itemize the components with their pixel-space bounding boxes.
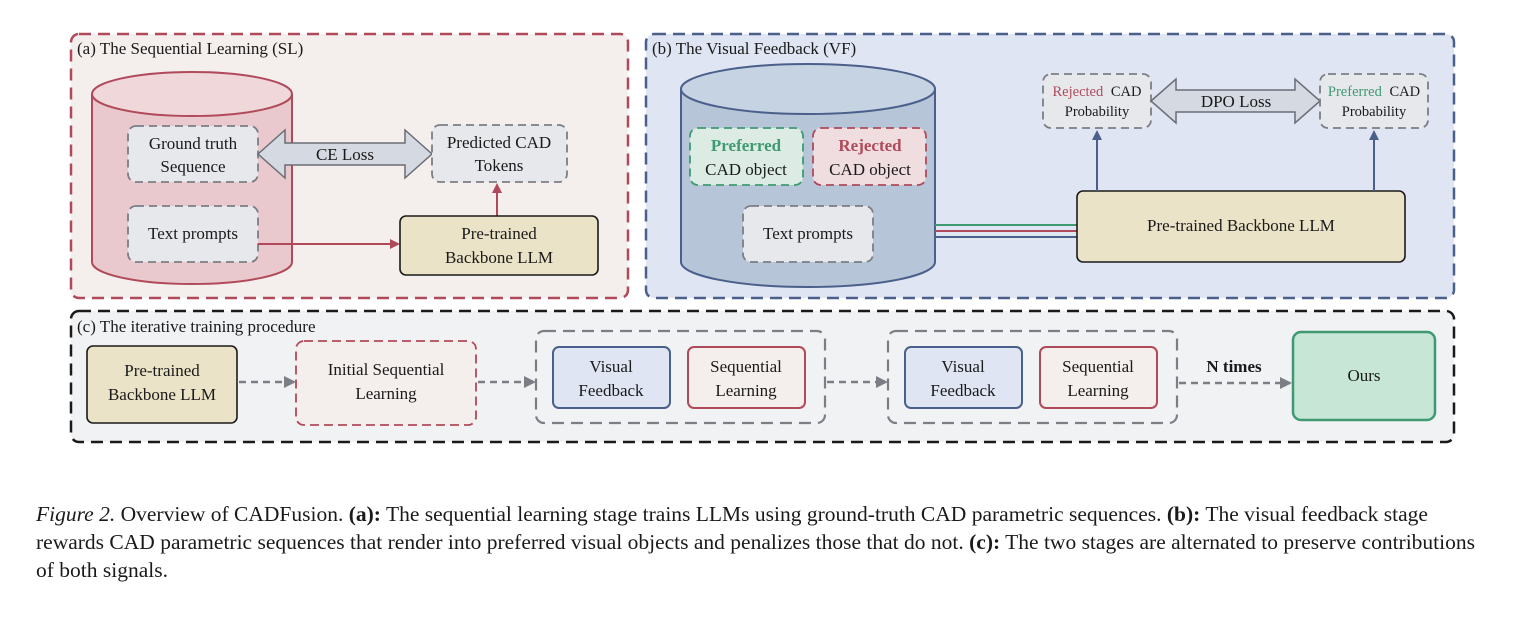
- sl-panel: (a) The Sequential Learning (SL) Ground …: [69, 32, 630, 300]
- caption-intro: Overview of CADFusion.: [115, 502, 349, 526]
- vf-rejected-object-line2: CAD object: [829, 160, 911, 179]
- vf-rejected-probability-box: Rejected CAD Probability: [1042, 73, 1152, 129]
- vf-preferred-object-line2: CAD object: [705, 160, 787, 179]
- iter-sequential-learning-box-2: Sequential Learning: [1039, 346, 1158, 409]
- vf-preferred-probability-word: Preferred: [1328, 84, 1383, 100]
- iter-round-1: Visual Feedback Sequential Learning: [534, 329, 827, 425]
- caption-b-text: The visual feedback stage rewards CAD pa…: [36, 502, 1428, 554]
- vf-backbone-label: Pre-trained Backbone LLM: [1147, 216, 1335, 235]
- sl-ground-truth-box: Ground truth Sequence: [127, 125, 259, 183]
- iter-backbone-line1: Pre-trained: [124, 361, 200, 380]
- iter-sl1-line1: Sequential: [710, 357, 782, 376]
- caption-c-text: The two stages are alternated to preserv…: [36, 530, 1475, 582]
- iter-vf1-line1: Visual: [589, 357, 633, 376]
- iter-sl1-line2: Learning: [715, 381, 777, 400]
- sl-panel-title: (a) The Sequential Learning (SL): [77, 39, 303, 58]
- caption-a-text: The sequential learning stage trains LLM…: [380, 502, 1167, 526]
- vf-text-prompts-box: Text prompts: [742, 205, 874, 263]
- sl-text-prompts-label: Text prompts: [148, 224, 238, 243]
- vf-rejected-probability-word: Rejected: [1053, 84, 1104, 100]
- ours-label: Ours: [1347, 366, 1380, 385]
- caption-a-label: (a):: [348, 502, 381, 526]
- caption-figure-label: Figure 2.: [36, 502, 116, 526]
- svg-text:Preferred CAD: Preferred CAD: [1328, 84, 1420, 100]
- iter-vf1-line2: Feedback: [578, 381, 644, 400]
- sl-predicted-box: Predicted CAD Tokens: [431, 124, 568, 183]
- caption-b-label: (b):: [1166, 502, 1201, 526]
- sl-predicted-line1: Predicted CAD: [447, 133, 551, 152]
- vf-preferred-probability-cad: CAD: [1389, 84, 1420, 100]
- sl-predicted-line2: Tokens: [475, 156, 524, 175]
- cadfusion-diagram: (a) The Sequential Learning (SL) Ground …: [69, 32, 1456, 444]
- sl-ground-truth-line1: Ground truth: [149, 134, 238, 153]
- vf-input-lines: [935, 224, 1077, 238]
- ours-box: Ours: [1291, 330, 1437, 422]
- vf-rejected-object-box: Rejected CAD object: [812, 127, 927, 186]
- sl-text-prompts-box: Text prompts: [127, 205, 259, 263]
- vf-backbone-box: Pre-trained Backbone LLM: [1076, 190, 1406, 263]
- vf-rejected-probability-cad: CAD: [1111, 84, 1142, 100]
- svg-text:Rejected CAD: Rejected CAD: [1053, 84, 1142, 100]
- iter-sequential-learning-box-1: Sequential Learning: [687, 346, 806, 409]
- iter-initial-sl-line1: Initial Sequential: [328, 360, 445, 379]
- dpo-loss-arrow: DPO Loss: [1149, 77, 1322, 125]
- vf-panel: (b) The Visual Feedback (VF) Preferred C…: [644, 32, 1456, 300]
- n-times-label: N times: [1206, 357, 1262, 376]
- iter-vf2-line1: Visual: [941, 357, 985, 376]
- iter-visual-feedback-box-2: Visual Feedback: [904, 346, 1023, 409]
- vf-text-prompts-label: Text prompts: [763, 224, 853, 243]
- iter-sl2-line1: Sequential: [1062, 357, 1134, 376]
- caption-c-label: (c):: [969, 530, 1001, 554]
- vf-preferred-probability-box: Preferred CAD Probability: [1319, 73, 1429, 129]
- vf-preferred-object-line1: Preferred: [711, 136, 782, 155]
- sl-backbone-box: Pre-trained Backbone LLM: [399, 215, 599, 276]
- sl-backbone-line1: Pre-trained: [461, 224, 537, 243]
- iter-round-2: Visual Feedback Sequential Learning: [886, 329, 1179, 425]
- iter-vf2-line2: Feedback: [930, 381, 996, 400]
- iter-initial-sl-line2: Learning: [355, 384, 417, 403]
- iter-sl2-line2: Learning: [1067, 381, 1129, 400]
- vf-preferred-object-box: Preferred CAD object: [689, 127, 804, 186]
- iter-backbone-line2: Backbone LLM: [108, 385, 216, 404]
- iter-visual-feedback-box-1: Visual Feedback: [552, 346, 671, 409]
- figure-caption: Figure 2. Overview of CADFusion. (a): Th…: [36, 500, 1496, 584]
- sl-ground-truth-line2: Sequence: [160, 157, 225, 176]
- iter-backbone-box: Pre-trained Backbone LLM: [86, 345, 238, 424]
- vf-panel-title: (b) The Visual Feedback (VF): [652, 39, 856, 58]
- iter-initial-sl-box: Initial Sequential Learning: [295, 340, 477, 426]
- vf-rejected-probability-line2: Probability: [1065, 104, 1130, 120]
- vf-rejected-object-line1: Rejected: [838, 136, 902, 155]
- vf-preferred-probability-line2: Probability: [1342, 104, 1407, 120]
- ce-loss-label: CE Loss: [316, 145, 374, 164]
- sl-backbone-line2: Backbone LLM: [445, 248, 553, 267]
- iter-panel: (c) The iterative training procedure Pre…: [69, 309, 1456, 444]
- iter-panel-title: (c) The iterative training procedure: [77, 317, 316, 336]
- dpo-loss-label: DPO Loss: [1201, 92, 1271, 111]
